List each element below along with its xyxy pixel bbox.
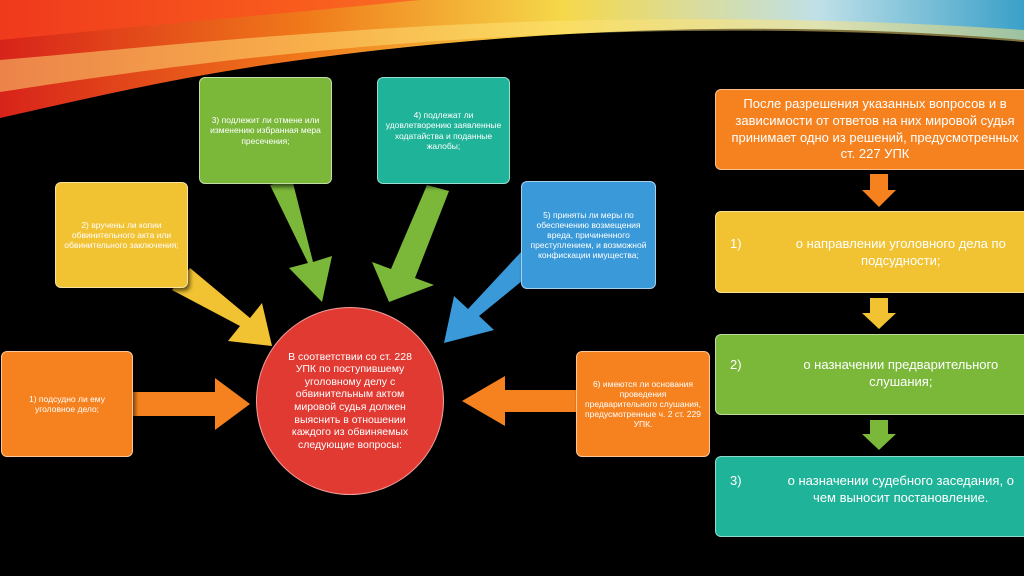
arrow-1: [133, 378, 250, 430]
down-arrow-2: [862, 298, 896, 329]
question-text-5: 5) приняты ли меры по обеспечению возмещ…: [530, 209, 647, 261]
decisions-intro-text: После разрешения указанных вопросов и в …: [731, 95, 1019, 162]
decision-box-3: 3) о назначении судебного заседания, о ч…: [715, 456, 1024, 537]
question-box-5: 5) приняты ли меры по обеспечению возмещ…: [521, 181, 656, 289]
decision-box-2: 2) о назначении предварительного слушани…: [715, 334, 1024, 415]
decision-num-1: 1): [730, 236, 742, 251]
center-circle: В соответствии со ст. 228 УПК по поступи…: [256, 307, 444, 495]
question-text-2: 2) вручены ли копии обвинительного акта …: [64, 219, 179, 250]
question-text-1: 1) подсудно ли ему уголовное дело;: [29, 393, 105, 414]
question-box-4: 4) подлежат ли удовлетворению заявленные…: [377, 77, 510, 184]
decorative-swoosh-banner: [0, 0, 1024, 118]
question-box-3: 3) подлежит ли отмене или изменению избр…: [199, 77, 332, 184]
question-box-1: 1) подсудно ли ему уголовное дело;: [1, 351, 133, 457]
arrow-5: [444, 251, 538, 343]
question-text-4: 4) подлежат ли удовлетворению заявленные…: [385, 110, 502, 151]
decision-num-3: 3): [730, 473, 742, 488]
question-box-2: 2) вручены ли копии обвинительного акта …: [55, 182, 188, 288]
arrow-3: [270, 179, 332, 302]
decisions-intro-box: После разрешения указанных вопросов и в …: [715, 89, 1024, 170]
down-arrow-3: [862, 420, 896, 450]
arrow-2: [172, 268, 272, 346]
arrow-6: [462, 376, 577, 426]
question-box-6: 6) имеются ли основания проведения предв…: [576, 351, 710, 457]
question-text-6: 6) имеются ли основания проведения предв…: [585, 378, 701, 430]
arrow-4: [372, 185, 449, 302]
question-text-3: 3) подлежит ли отмене или изменению избр…: [210, 115, 321, 146]
decision-text-1: о направлении уголовного дела по подсудн…: [795, 236, 1006, 268]
decision-text-2: о назначении предварительного слушания;: [803, 357, 999, 389]
down-arrow-1: [862, 174, 896, 207]
decision-box-1: 1) о направлении уголовного дела по подс…: [715, 211, 1024, 293]
decision-num-2: 2): [730, 357, 742, 372]
decision-text-3: о назначении судебного заседания, о чем …: [787, 473, 1014, 505]
center-text: В соответствии со ст. 228 УПК по поступи…: [288, 350, 412, 451]
